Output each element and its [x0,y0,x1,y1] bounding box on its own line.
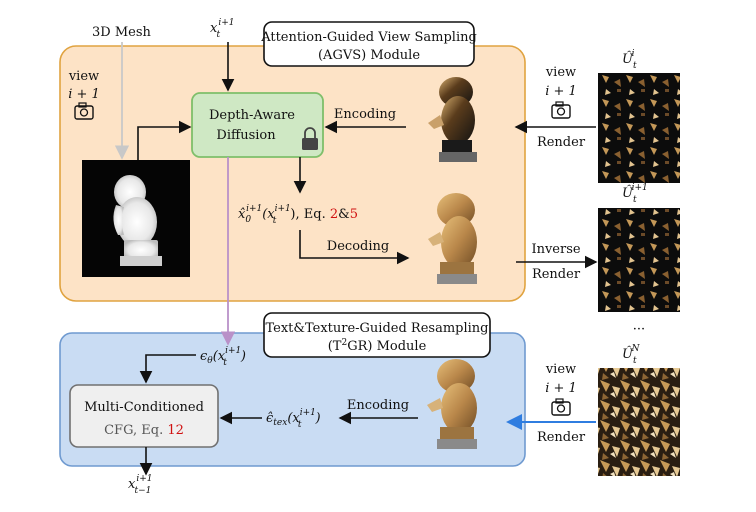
view-right-bot-index: i + 1 [545,381,577,396]
mesh-silhouette [113,175,162,266]
lion-render-dark [428,77,477,162]
depth-line1: Depth-Aware [209,108,295,123]
u-t-i-label: Ûti [622,49,637,71]
view-left-label: view [68,69,99,84]
inverse-render-label-1: Inverse [531,242,580,257]
camera-icon-right-top [551,101,571,119]
camera-icon [74,102,94,120]
depth-aware-diffusion-box [191,92,324,158]
view-right-top-index: i + 1 [545,84,577,99]
agvs-title-box [263,21,475,67]
t2gr-title-line1: Text&Texture-Guided Resampling [265,321,488,336]
encoding-bottom-label: Encoding [347,398,409,413]
view-left-index: i + 1 [68,87,100,102]
view-right-top-label: view [545,65,576,80]
view-right-bot-label: view [545,362,576,377]
encoding-top-label: Encoding [334,107,396,122]
mcfg-line2: CFG, Eq. 12 [104,423,184,438]
lock-icon [302,127,318,150]
inverse-render-label-2: Render [532,267,581,282]
depth-to-diffusion-arrow [137,120,192,160]
lion-render-textured [428,193,477,284]
texture-map-i [598,73,680,183]
texture-map-i-plus-1 [598,208,680,312]
lion-render-resampled [427,359,477,449]
agvs-title-line2: (AGVS) Module [318,48,420,63]
render-bottom-label: Render [537,430,586,445]
u-t-N-label: ÛtN [622,344,641,366]
t2gr-title-box [263,312,491,358]
eps-theta-to-cfg-arrow [139,354,196,384]
t2gr-title-line2: (T2GR) Module [328,338,427,354]
mcfg-line1: Multi-Conditioned [84,400,204,415]
texture-map-N [598,368,680,476]
agvs-title-line1: Attention-Guided View Sampling [260,30,477,45]
decoding-arrow [299,230,410,265]
mesh-label: 3D Mesh [92,25,152,40]
decoding-label: Decoding [327,239,389,254]
dots-label: ··· [633,322,645,337]
depth-line2: Diffusion [216,128,276,143]
multi-conditioned-cfg-box [69,384,219,448]
u-t-i1-label: Ûti+1 [622,183,648,205]
camera-icon-right-bottom [551,398,571,416]
render-top-label: Render [537,135,586,150]
